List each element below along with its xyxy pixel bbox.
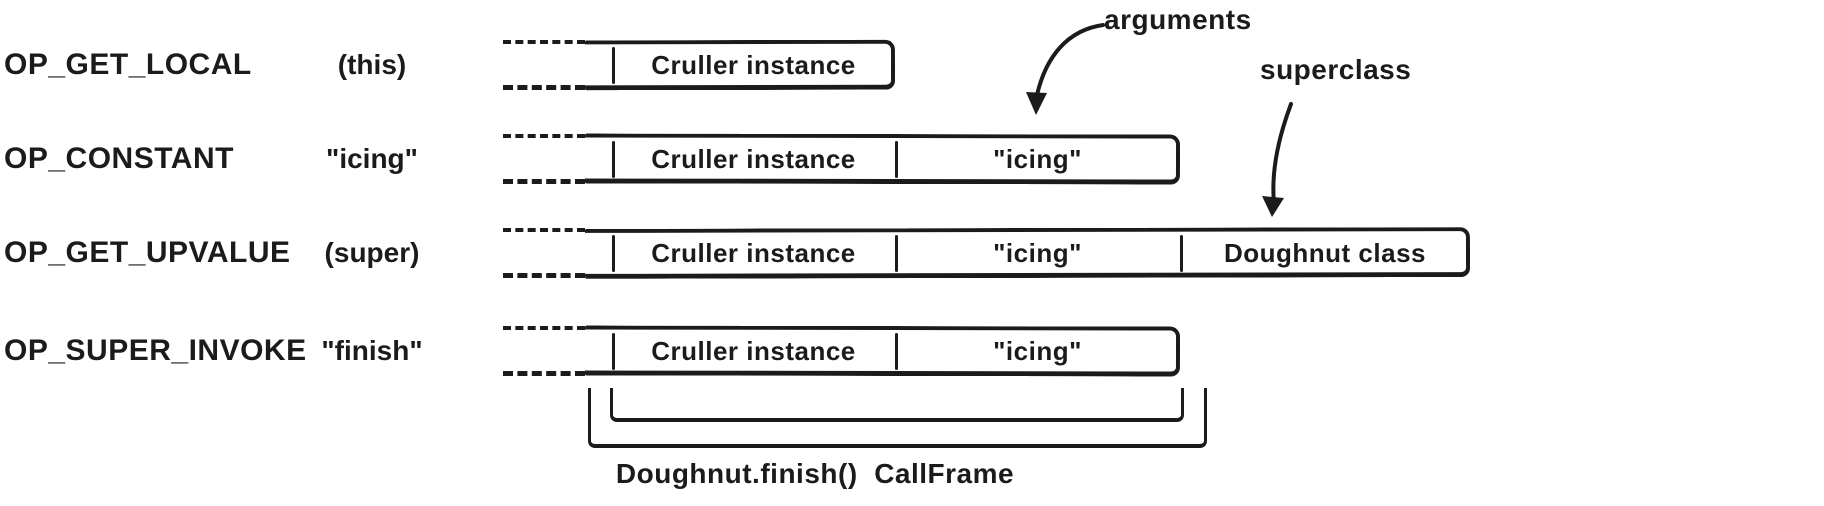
cell-divider [895, 333, 898, 370]
stack-continues-dashes [503, 40, 585, 90]
stack-cell-value: Cruller instance [651, 238, 856, 268]
cell-divider [612, 333, 615, 370]
opcode-label: OP_CONSTANT [4, 142, 234, 175]
stack-continues-dashes [503, 228, 585, 278]
callframe-label: Doughnut.finish() CallFrame [615, 458, 1015, 489]
stack-cell-value: "icing" [993, 336, 1082, 366]
superclass-arrow [1271, 102, 1293, 205]
callframe-bracket-inner [610, 388, 1184, 422]
stack-cell-value: Cruller instance [651, 50, 856, 80]
superclass-annotation-label: superclass [1260, 54, 1412, 85]
stack-cell-value: Cruller instance [651, 144, 856, 174]
cell-divider [612, 235, 615, 272]
stack-cell-value: Doughnut class [1223, 238, 1426, 268]
opcode-label: OP_GET_UPVALUE [4, 236, 291, 269]
superclass-arrowhead [1262, 196, 1284, 217]
cell-divider [612, 47, 615, 84]
stack-continues-dashes [503, 326, 585, 376]
stack-cell-value: Cruller instance [651, 336, 856, 366]
stack-cell-value: "icing" [993, 238, 1082, 268]
operand-label: "icing" [326, 143, 418, 174]
cell-divider [895, 235, 898, 272]
arguments-annotation-label: arguments [1104, 4, 1252, 35]
operand-label: (super) [324, 237, 420, 268]
callframe-bracket-outer [588, 388, 1207, 448]
cell-divider [895, 141, 898, 178]
operand-label: "finish" [321, 335, 423, 366]
opcode-label: OP_SUPER_INVOKE [4, 334, 307, 367]
arguments-arrowhead [1026, 92, 1047, 115]
cell-divider [1180, 235, 1183, 272]
operand-label: (this) [337, 49, 407, 80]
cell-divider [612, 141, 615, 178]
stack-continues-dashes [503, 134, 585, 184]
opcode-label: OP_GET_LOCAL [4, 48, 252, 81]
arguments-arrow [1035, 23, 1105, 97]
stack-cell-value: "icing" [993, 144, 1082, 174]
